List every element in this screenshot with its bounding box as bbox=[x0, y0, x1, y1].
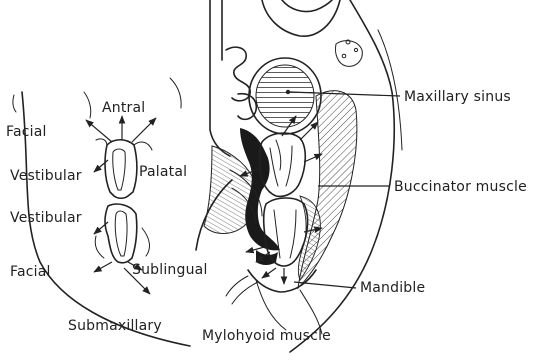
mylohyoid-muscle-lines bbox=[226, 276, 248, 296]
arrow-palatal-upper bbox=[132, 118, 156, 142]
ethmoid-cells bbox=[335, 40, 362, 66]
label-submaxillary: Submaxillary bbox=[68, 318, 162, 334]
maxillary-sinus bbox=[249, 58, 321, 134]
label-vestibular-lower: Vestibular bbox=[10, 210, 82, 226]
label-maxillary-sinus: Maxillary sinus bbox=[404, 89, 511, 105]
label-sublingual: Sublingual bbox=[132, 262, 208, 278]
label-palatal: Palatal bbox=[139, 164, 187, 180]
cross-section bbox=[196, 0, 402, 352]
label-mandible: Mandible bbox=[360, 280, 425, 296]
label-antral: Antral bbox=[102, 100, 145, 116]
nasal-septum bbox=[210, 0, 230, 156]
label-mylohyoid-muscle: Mylohyoid muscle bbox=[202, 328, 331, 344]
turbinate-upper bbox=[226, 47, 250, 101]
label-vestibular-upper: Vestibular bbox=[10, 168, 82, 184]
lower-tooth bbox=[95, 204, 149, 263]
arrow-facial-lower bbox=[94, 262, 112, 272]
label-facial-lower: Facial bbox=[10, 264, 51, 280]
label-facial-upper: Facial bbox=[6, 124, 47, 140]
label-buccinator-muscle: Buccinator muscle bbox=[394, 179, 527, 195]
lower-tooth-arrows bbox=[94, 222, 150, 294]
